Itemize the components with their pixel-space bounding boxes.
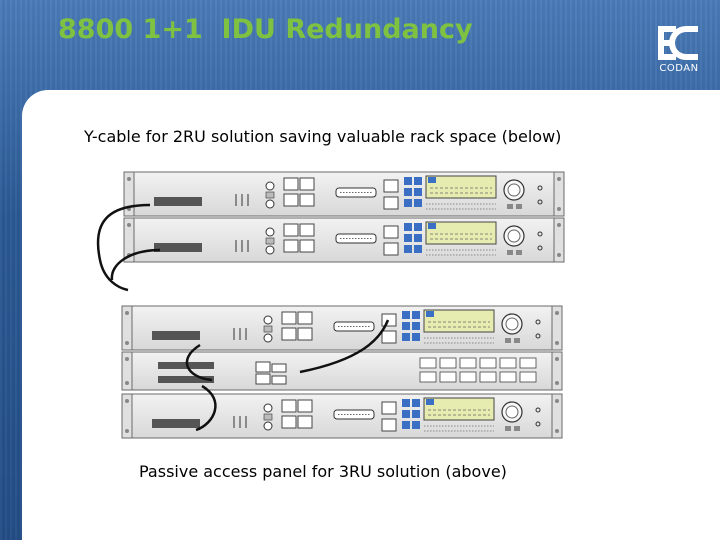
idu-unit-bottom-b [121,393,563,439]
cable-top-to-panel [185,343,213,382]
codan-ec-logo-icon [658,26,698,60]
y-cable-lower [110,248,161,281]
cable-right [299,319,390,374]
top-caption: Y-cable for 2RU solution saving valuable… [84,127,562,146]
access-panel [121,351,563,391]
cable-panel-to-bottom [195,384,217,432]
idu-unit-top-a [123,171,565,217]
slide-title: 8800 1+1 IDU Redundancy [58,14,473,45]
idu-unit-top-b [123,217,565,263]
logo-wordmark: CODAN [659,63,699,74]
bottom-caption: Passive access panel for 3RU solution (a… [139,462,507,481]
idu-unit-bottom-a [121,305,563,351]
y-cable-upper [96,203,151,292]
